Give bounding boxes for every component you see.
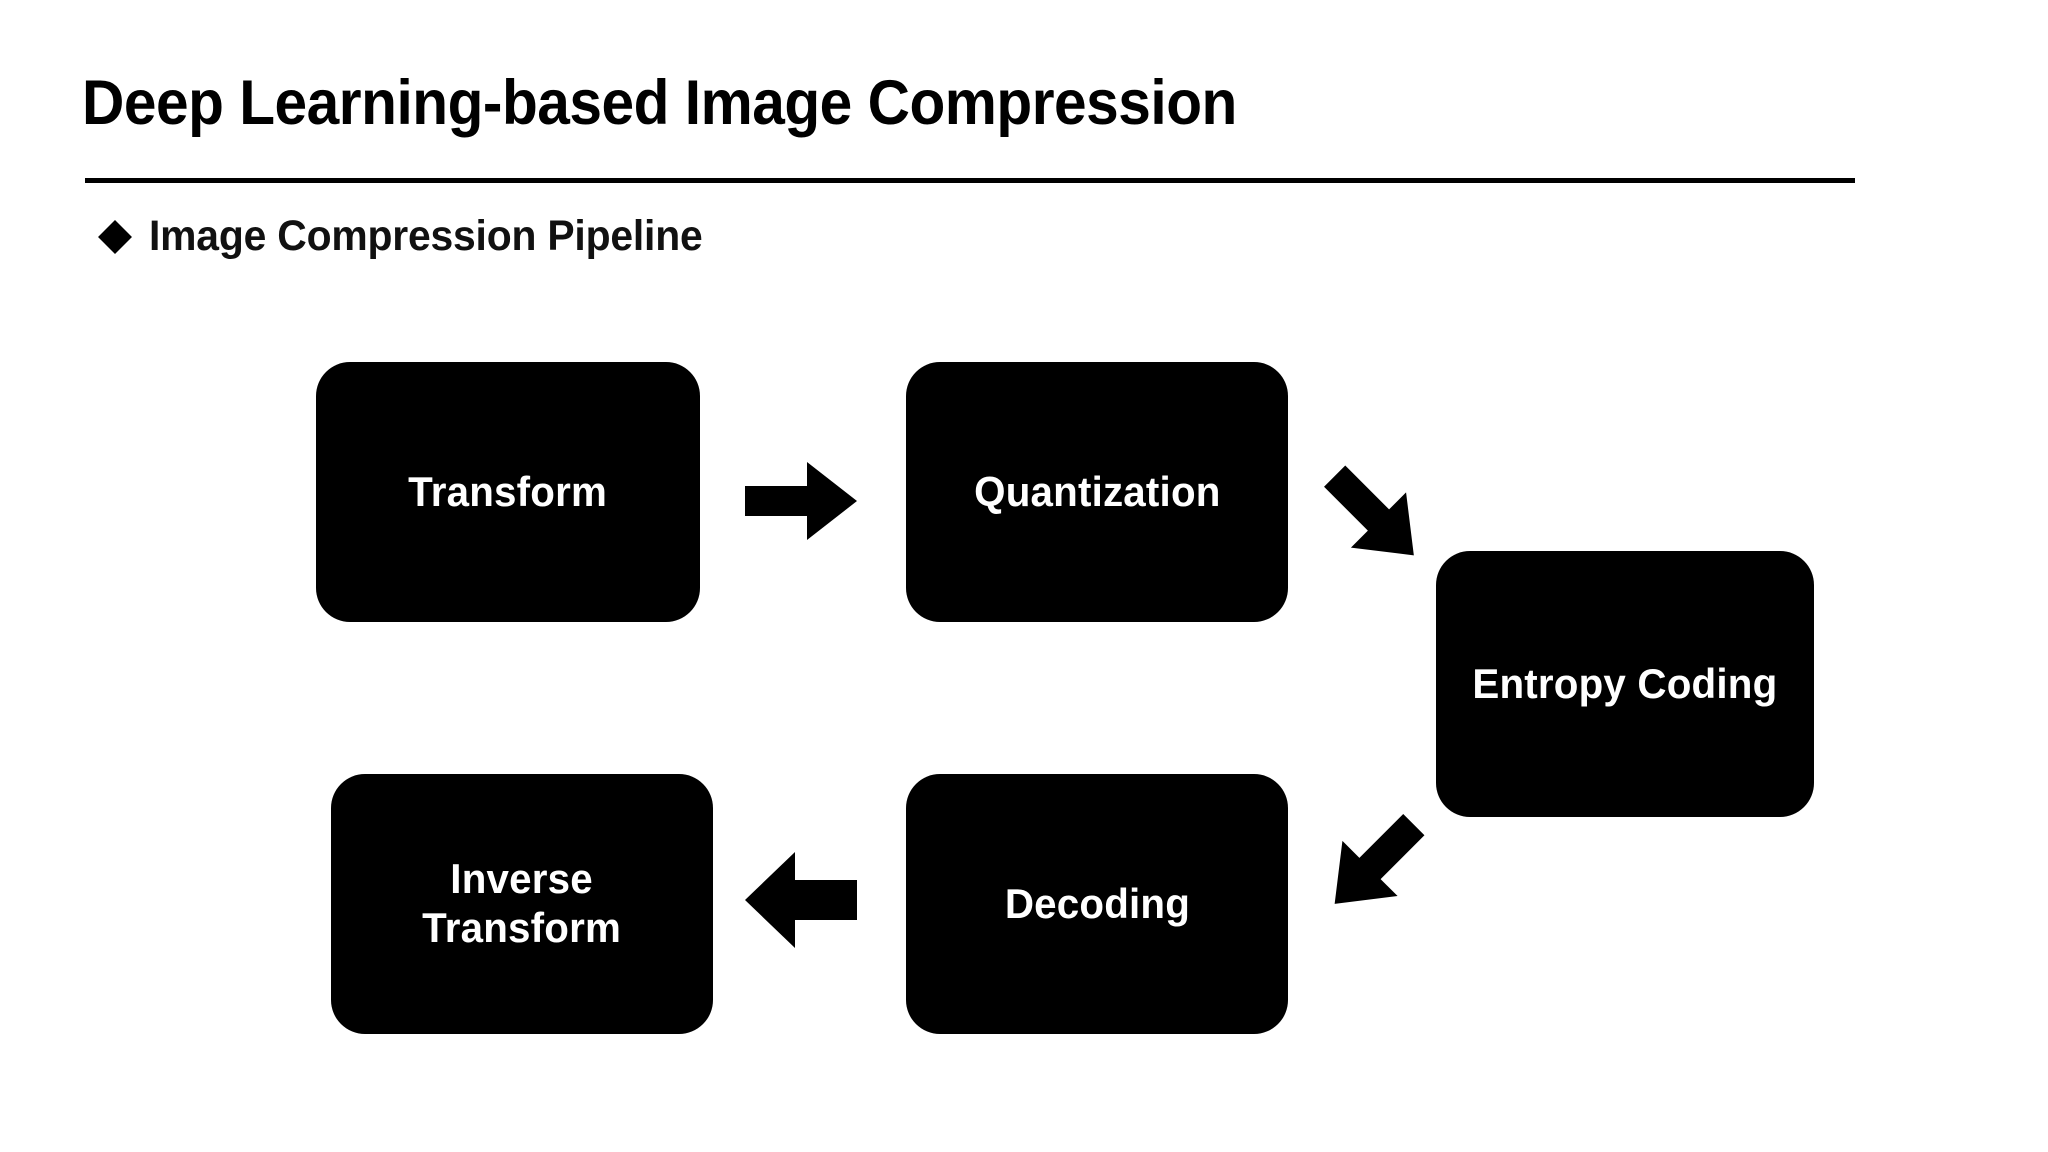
arrow-right-icon [745,462,857,540]
pipeline-node-label: Decoding [1004,879,1190,927]
arrow-down-right-icon [1312,462,1428,578]
pipeline-node-label: Entropy Coding [1472,659,1778,707]
bullet-text: Image Compression Pipeline [149,212,703,260]
arrow-down-left-icon [1312,802,1428,918]
bullet-row: Image Compression Pipeline [98,212,732,260]
diamond-bullet-icon [98,219,132,254]
page-title: Deep Learning-based Image Compression [82,68,1237,138]
pipeline-node-decoding[interactable]: Decoding [906,774,1288,1034]
pipeline-node-inverse-transform[interactable]: Inverse Transform [331,774,713,1034]
pipeline-node-transform[interactable]: Transform [316,362,700,622]
pipeline-node-label: Transform [408,467,608,515]
pipeline-node-entropy-coding[interactable]: Entropy Coding [1436,551,1814,817]
arrow-left-icon [745,852,857,948]
title-divider [85,178,1855,183]
pipeline-node-quantization[interactable]: Quantization [906,362,1288,622]
pipeline-node-label: Inverse Transform [422,855,622,951]
pipeline-node-label: Quantization [973,467,1221,515]
